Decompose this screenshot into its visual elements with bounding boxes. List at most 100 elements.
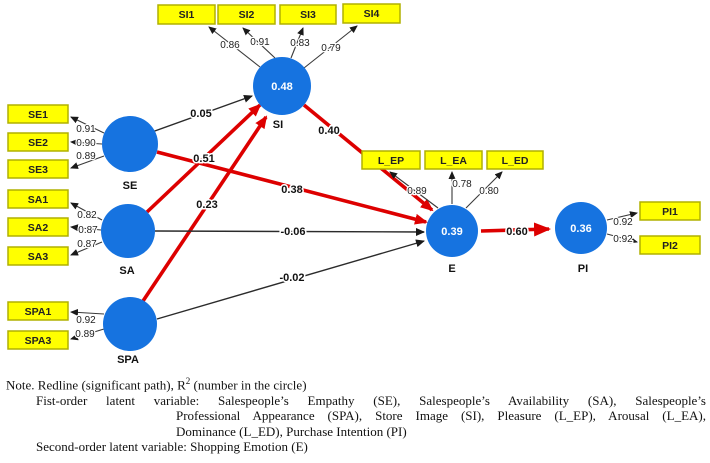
loading-value-se1: 0.91 <box>76 124 96 135</box>
path-coefficient-e-pi: 0.60 <box>506 226 527 238</box>
loading-arrow-pi2 <box>606 233 638 244</box>
latent-circle <box>102 116 158 172</box>
loading-value-sa3: 0.87 <box>77 239 97 250</box>
loading-value-spa3: 0.89 <box>75 329 95 340</box>
note-line-1-suffix: (number in the circle) <box>190 377 307 393</box>
indicator-label: SA1 <box>28 194 49 206</box>
path-se-e-line <box>156 150 428 225</box>
path-coefficient-spa-e: -0.02 <box>279 272 304 284</box>
latent-circle <box>555 202 607 254</box>
indicator-label: L_ED <box>502 155 529 167</box>
path-sa-e-line <box>154 227 425 236</box>
indicator-lea: L_EA <box>424 150 483 170</box>
path-coefficient-spa-si: 0.23 <box>196 199 217 211</box>
loading-arrow-si3 <box>290 27 304 59</box>
indicator-label: SA2 <box>28 222 49 234</box>
loading-arrow-si1 <box>208 26 261 68</box>
loading-arrow-spa1 <box>70 308 105 316</box>
loading-arrow-si4 <box>303 25 358 69</box>
node-label: E <box>448 263 455 275</box>
path-se-si-line <box>151 94 253 133</box>
indicator-box <box>279 4 337 25</box>
loading-value-si4: 0.79 <box>321 43 341 54</box>
indicator-si4: SI4 <box>342 3 401 24</box>
node-label: SA <box>119 265 134 277</box>
indicator-box <box>361 150 421 170</box>
indicator-box <box>486 150 544 170</box>
path-coefficient-si-e: 0.40 <box>318 125 339 137</box>
path-coefficient-se-e: 0.38 <box>281 184 302 196</box>
path-sa-si-line <box>145 103 262 214</box>
indicator-spa3: SPA3 <box>7 330 69 350</box>
indicator-label: SA3 <box>28 251 49 263</box>
node-sa: SA <box>101 204 155 277</box>
loading-arrow-spa3 <box>70 328 105 341</box>
node-se: SE <box>102 116 158 192</box>
indicator-label: L_EP <box>378 155 404 167</box>
indicator-box <box>639 235 701 255</box>
loading-arrow-se2 <box>70 138 103 146</box>
node-label: SPA <box>117 354 139 366</box>
loading-value-se2: 0.90 <box>76 138 96 149</box>
indicator-sa2: SA2 <box>7 217 69 237</box>
note-line-2: Fist-order latent variable: Salespeople’… <box>36 392 706 408</box>
loading-value-si3: 0.83 <box>290 38 310 49</box>
indicator-label: PI1 <box>662 206 678 218</box>
figure-note: Note. Redline (significant path), R2 (nu… <box>0 374 710 455</box>
loading-arrow-pi1 <box>606 211 638 221</box>
loading-value-pi2: 0.92 <box>613 234 633 245</box>
indicator-box <box>7 189 69 209</box>
indicator-box <box>7 246 69 266</box>
loading-value-se3: 0.89 <box>76 151 96 162</box>
indicator-si2: SI2 <box>217 4 276 25</box>
path-coefficient-sa-si: 0.51 <box>193 153 214 165</box>
note-line-3: Professional Appearance (SPA), Store Ima… <box>176 408 706 424</box>
loading-value-sa2: 0.87 <box>78 225 98 236</box>
note-line-1-prefix: Note. Redline (significant path), R <box>6 377 186 393</box>
loading-arrow-se1 <box>70 116 105 134</box>
path-coefficient-sa-e: -0.06 <box>280 226 305 238</box>
indicator-se1: SE1 <box>7 104 69 124</box>
sem-path-diagram: SI1 SI2 SI3 SI4 SE1 SE2 SE3 SA1 SA2 SA3 … <box>7 3 701 366</box>
indicator-label: PI2 <box>662 240 678 252</box>
note-line-1: Note. Redline (significant path), R2 (nu… <box>0 374 710 393</box>
indicator-label: SPA3 <box>25 335 52 347</box>
indicator-box <box>7 330 69 350</box>
r2-value: 0.48 <box>271 81 292 93</box>
indicator-box <box>424 150 483 170</box>
indicator-label: SPA1 <box>25 306 52 318</box>
indicator-box <box>7 159 69 179</box>
indicator-box <box>7 132 69 152</box>
indicator-label: SI2 <box>239 9 255 21</box>
loading-arrow-led <box>465 171 503 209</box>
loading-value-pi1: 0.92 <box>613 217 633 228</box>
loading-value-sa1: 0.82 <box>77 210 97 221</box>
indicator-sa3: SA3 <box>7 246 69 266</box>
indicator-box <box>7 301 69 321</box>
loading-arrow-se3 <box>70 155 105 169</box>
loading-arrow-sa2 <box>70 224 102 232</box>
indicator-label: SI4 <box>364 8 380 20</box>
path-e-pi-line <box>480 222 551 237</box>
note-r2-superscript: 2 <box>185 376 191 386</box>
r2-value: 0.36 <box>570 223 591 235</box>
loading-value-si1: 0.86 <box>220 40 240 51</box>
node-label: SI <box>273 119 283 131</box>
path-spa-e-line <box>156 239 425 320</box>
indicator-sa1: SA1 <box>7 189 69 209</box>
indicator-label: L_EA <box>440 155 467 167</box>
indicator-spa1: SPA1 <box>7 301 69 321</box>
latent-circle <box>426 205 478 257</box>
node-pi: 0.36 PI <box>555 202 607 275</box>
loading-arrow-si2 <box>242 27 276 59</box>
indicator-se3: SE3 <box>7 159 69 179</box>
node-si: 0.48 SI <box>253 57 311 131</box>
indicator-led: L_ED <box>486 150 544 170</box>
latent-circle <box>101 204 155 258</box>
loading-arrow-lep <box>389 171 439 209</box>
node-label: PI <box>578 263 588 275</box>
indicator-box <box>7 217 69 237</box>
node-spa: SPA <box>103 297 157 366</box>
indicator-label: SI1 <box>179 9 195 21</box>
loading-arrow-sa1 <box>70 202 103 221</box>
